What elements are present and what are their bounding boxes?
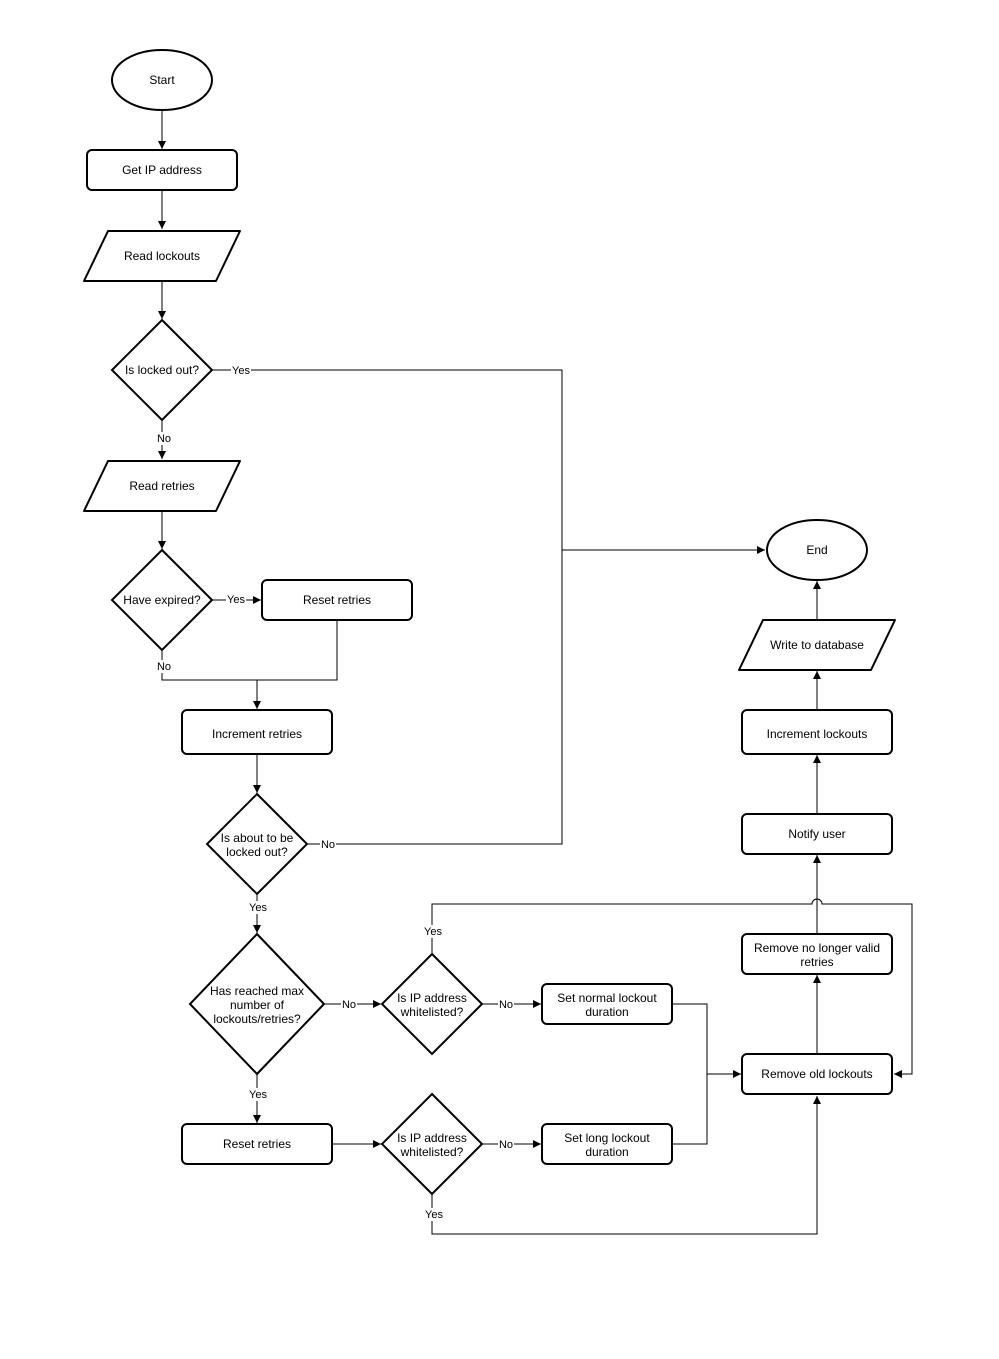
svg-text:Set long lockout: Set long lockout	[564, 1131, 650, 1145]
svg-text:whitelisted?: whitelisted?	[400, 1145, 464, 1159]
read-retries-io: Read retries	[83, 460, 241, 512]
svg-text:Remove no longer valid: Remove no longer valid	[754, 941, 880, 955]
reset-retries-process-2: Reset retries	[181, 1123, 333, 1165]
increment-lockouts-process: Increment lockouts	[741, 709, 893, 755]
edge-normal-merge	[672, 1003, 708, 1074]
svg-text:Is IP address: Is IP address	[397, 991, 467, 1005]
long-duration-process: Set long lockout duration	[541, 1123, 673, 1165]
svg-text:Yes: Yes	[425, 1209, 443, 1221]
label-no-max: No	[341, 998, 357, 1011]
get-ip-process: Get IP address	[86, 149, 238, 191]
remove-old-lockouts-process: Remove old lockouts	[741, 1053, 893, 1095]
reset-retries-process-1: Reset retries	[261, 579, 413, 621]
svg-text:Yes: Yes	[232, 365, 250, 377]
svg-text:No: No	[499, 999, 513, 1011]
svg-text:Has reached max: Has reached max	[210, 984, 304, 998]
end-terminator: End	[766, 519, 868, 581]
svg-text:Is locked out?: Is locked out?	[125, 363, 199, 377]
label-yes-whitelist1: Yes	[423, 925, 443, 938]
label-no-about: No	[320, 838, 336, 851]
label-yes-whitelist2: Yes	[424, 1208, 444, 1221]
start-terminator: Start	[111, 49, 213, 111]
edge-about-end	[307, 550, 563, 845]
have-expired-decision: Have expired?	[110, 548, 214, 652]
reached-max-decision: Has reached max number of lockouts/retri…	[188, 932, 326, 1076]
svg-text:No: No	[342, 999, 356, 1011]
label-yes-about: Yes	[248, 901, 268, 914]
svg-text:No: No	[321, 839, 335, 851]
label-yes-locked: Yes	[231, 364, 251, 377]
svg-text:Have expired?: Have expired?	[123, 593, 201, 607]
svg-text:Reset retries: Reset retries	[303, 593, 371, 607]
svg-text:duration: duration	[585, 1005, 628, 1019]
svg-text:No: No	[157, 433, 171, 445]
remove-invalid-retries-process: Remove no longer valid retries	[741, 933, 893, 975]
svg-text:Remove old lockouts: Remove old lockouts	[761, 1067, 872, 1081]
write-database-io: Write to database	[738, 619, 896, 671]
edge-long-merge	[672, 1074, 708, 1145]
nodes: Start Get IP address Read lockouts Is lo…	[83, 49, 896, 1196]
svg-text:No: No	[499, 1139, 513, 1151]
edge-whitelist1-yes-removeold	[431, 898, 913, 1078]
svg-text:Increment lockouts: Increment lockouts	[767, 727, 868, 741]
svg-text:Read retries: Read retries	[129, 479, 194, 493]
svg-text:duration: duration	[585, 1145, 628, 1159]
svg-text:Increment retries: Increment retries	[212, 727, 302, 741]
edge-expired-merge	[161, 650, 257, 681]
svg-text:Yes: Yes	[249, 902, 267, 914]
label-yes-max: Yes	[248, 1088, 268, 1101]
normal-duration-process: Set normal lockout duration	[541, 983, 673, 1025]
svg-text:Read lockouts: Read lockouts	[124, 249, 200, 263]
svg-text:Write to database: Write to database	[770, 638, 864, 652]
increment-retries-process: Increment retries	[181, 709, 333, 755]
label-no-whitelist1: No	[498, 998, 514, 1011]
edge-islocked-end	[212, 369, 563, 550]
whitelist-decision-1: Is IP address whitelisted?	[380, 952, 484, 1056]
edge-reset-merge	[257, 620, 338, 681]
svg-text:Is about to be: Is about to be	[221, 831, 294, 845]
svg-text:retries: retries	[800, 955, 833, 969]
svg-text:End: End	[806, 543, 827, 557]
label-no-locked: No	[156, 432, 172, 445]
svg-text:Yes: Yes	[424, 926, 442, 938]
svg-text:locked out?: locked out?	[226, 845, 288, 859]
svg-text:number of: number of	[230, 998, 285, 1012]
svg-text:lockouts/retries?: lockouts/retries?	[213, 1012, 301, 1026]
whitelist-decision-2: Is IP address whitelisted?	[380, 1092, 484, 1196]
svg-text:Yes: Yes	[249, 1089, 267, 1101]
label-no-whitelist2: No	[498, 1138, 514, 1151]
svg-text:No: No	[157, 661, 171, 673]
label-no-expired: No	[156, 660, 172, 673]
edge-labels: Yes No Yes No No Yes No Yes	[156, 364, 514, 1221]
svg-text:whitelisted?: whitelisted?	[400, 1005, 464, 1019]
svg-text:Set normal lockout: Set normal lockout	[557, 991, 657, 1005]
read-lockouts-io: Read lockouts	[83, 230, 241, 282]
svg-text:Get IP address: Get IP address	[122, 163, 202, 177]
label-yes-expired: Yes	[226, 593, 246, 606]
svg-text:Start: Start	[149, 73, 175, 87]
svg-text:Reset retries: Reset retries	[223, 1137, 291, 1151]
about-to-lock-decision: Is about to be locked out?	[205, 792, 309, 896]
notify-user-process: Notify user	[741, 813, 893, 855]
svg-text:Yes: Yes	[227, 594, 245, 606]
is-locked-out-decision: Is locked out?	[110, 318, 214, 422]
svg-text:Is IP address: Is IP address	[397, 1131, 467, 1145]
svg-text:Notify user: Notify user	[788, 827, 845, 841]
